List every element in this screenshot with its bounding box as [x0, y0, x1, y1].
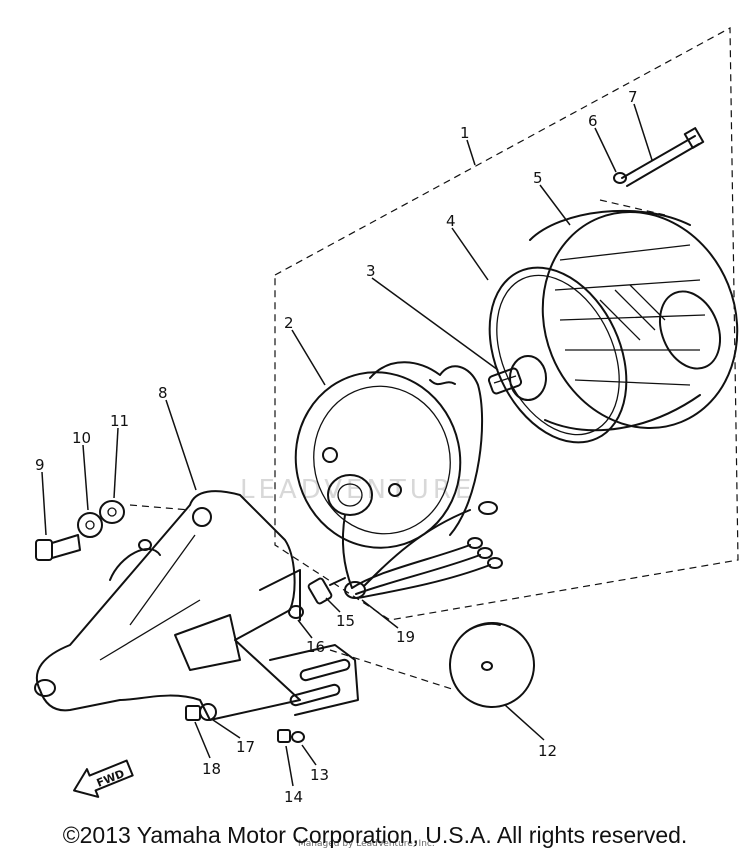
washer-13	[291, 731, 305, 743]
watermark-text: LEADVENTURE	[240, 475, 475, 505]
callout-6: 6	[588, 112, 598, 130]
fwd-label: FWD	[95, 767, 127, 790]
nut-18	[185, 705, 201, 721]
bolt-9	[35, 534, 81, 561]
leader-lines	[41, 103, 653, 787]
spacer-11	[99, 500, 125, 524]
reflector-12	[449, 622, 535, 708]
bolt-long-7	[621, 127, 705, 187]
callout-15: 15	[336, 612, 355, 630]
tail-lamp-lens-5	[529, 209, 739, 432]
lamp-base-2	[294, 361, 484, 549]
callout-14: 14	[284, 788, 303, 806]
copyright-notice: ©2013 Yamaha Motor Corporation, U.S.A. A…	[62, 822, 688, 848]
bulb-3	[487, 355, 547, 401]
washer-6	[613, 172, 627, 184]
gasket-ring-4	[488, 266, 628, 444]
callout-13: 13	[310, 766, 329, 784]
callout-16: 16	[306, 638, 325, 656]
callout-19: 19	[396, 628, 415, 646]
assembly-line-bracket	[129, 504, 191, 511]
assembly-line-reflector	[329, 649, 456, 691]
washer-10	[77, 512, 103, 538]
callout-3: 3	[366, 262, 376, 280]
nut-16	[288, 605, 304, 619]
tail-lamp-bracket-8	[34, 490, 359, 721]
assembly-boundary	[274, 26, 739, 621]
callout-11: 11	[110, 412, 129, 430]
callout-8: 8	[158, 384, 168, 402]
nut-14	[277, 729, 291, 743]
overprint-text: Managed by LeadVenture, Inc.	[298, 839, 435, 849]
callout-12: 12	[538, 742, 557, 760]
socket-fitting-15	[307, 577, 346, 605]
callout-4: 4	[446, 212, 456, 230]
callout-10: 10	[72, 429, 91, 447]
callout-7: 7	[628, 88, 638, 106]
callout-9: 9	[35, 456, 45, 474]
fwd-arrow-icon: FWD	[73, 759, 134, 798]
callout-1: 1	[460, 124, 470, 142]
callout-2: 2	[284, 314, 294, 332]
wire-harness-19	[342, 501, 503, 599]
callout-17: 17	[236, 738, 255, 756]
callout-5: 5	[533, 169, 543, 187]
callout-18: 18	[202, 760, 221, 778]
